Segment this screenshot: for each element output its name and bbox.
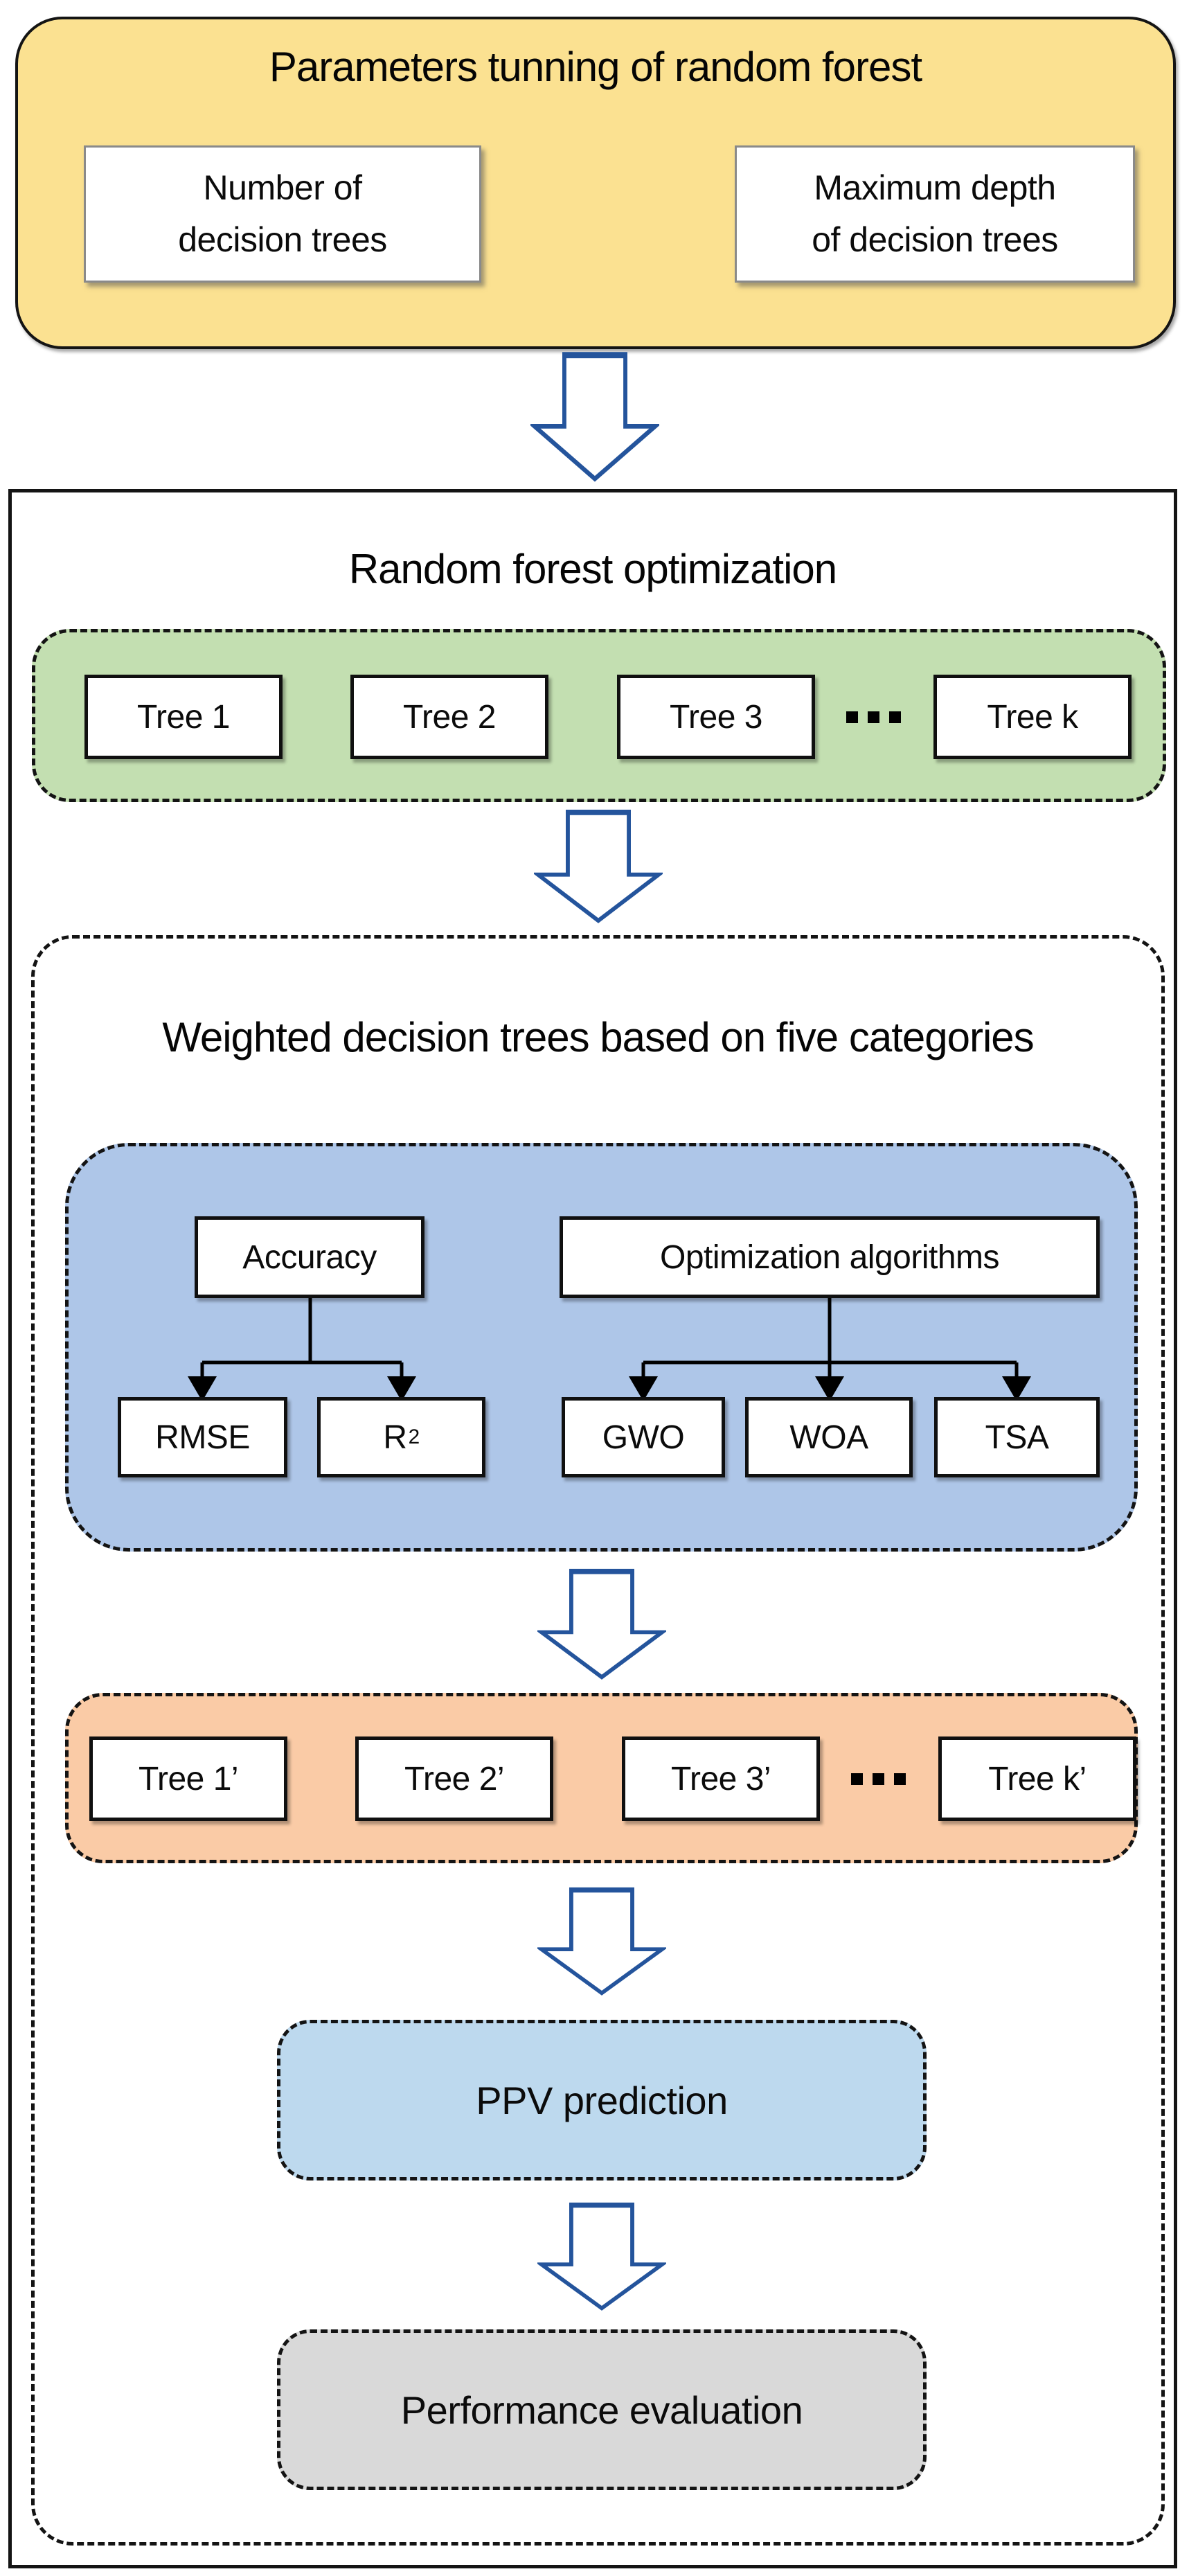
weighted-tree-box: Tree 1’ (89, 1736, 287, 1821)
down-arrow-icon (534, 808, 663, 925)
param-box-max-depth: Maximum depth of decision trees (735, 145, 1135, 283)
r2-label: R (383, 1419, 407, 1456)
optimization-panel: Random forest optimization Tree 1 Tree 2… (8, 489, 1177, 2568)
evaluation-box: Performance evaluation (277, 2329, 927, 2490)
tsa-box: TSA (934, 1397, 1100, 1477)
ellipsis-icon (846, 711, 901, 723)
tree-box: Tree 2 (350, 675, 548, 759)
optimization-title: Random forest optimization (348, 546, 837, 592)
accuracy-box: Accuracy (195, 1216, 424, 1298)
branch-connectors (188, 1298, 1031, 1401)
param-box-line: decision trees (178, 220, 387, 259)
ppv-box: PPV prediction (277, 2020, 927, 2180)
tree-box: Tree 3 (617, 675, 815, 759)
weighted-title: Weighted decision trees based on five ca… (162, 1014, 1034, 1060)
weighted-panel: Weighted decision trees based on five ca… (31, 935, 1165, 2546)
param-box-line: Number of (203, 168, 362, 207)
param-box-number-of-trees: Number of decision trees (84, 145, 481, 283)
parameters-panel: Parameters tunning of random forest Numb… (15, 17, 1176, 349)
parameters-title: Parameters tunning of random forest (269, 44, 922, 90)
weighted-tree-box: Tree k’ (938, 1736, 1136, 1821)
down-arrow-icon (537, 1567, 666, 1681)
down-arrow-icon (537, 1886, 666, 1997)
rmse-box: RMSE (118, 1397, 287, 1477)
down-arrow-icon (537, 2201, 666, 2312)
weighted-tree-box: Tree 2’ (355, 1736, 553, 1821)
optimization-algorithms-box: Optimization algorithms (560, 1216, 1100, 1298)
down-arrow-icon (530, 350, 659, 483)
weighted-tree-box: Tree 3’ (622, 1736, 820, 1821)
param-box-line: Maximum depth (814, 168, 1056, 207)
tree-box: Tree 1 (84, 675, 283, 759)
gwo-box: GWO (562, 1397, 725, 1477)
woa-box: WOA (745, 1397, 913, 1477)
initial-trees-group: Tree 1 Tree 2 Tree 3 Tree k (32, 629, 1166, 802)
weighted-trees-group: Tree 1’ Tree 2’ Tree 3’ Tree k’ (65, 1693, 1138, 1863)
ellipsis-icon (851, 1773, 906, 1785)
param-box-line: of decision trees (812, 220, 1058, 259)
tree-box: Tree k (933, 675, 1132, 759)
